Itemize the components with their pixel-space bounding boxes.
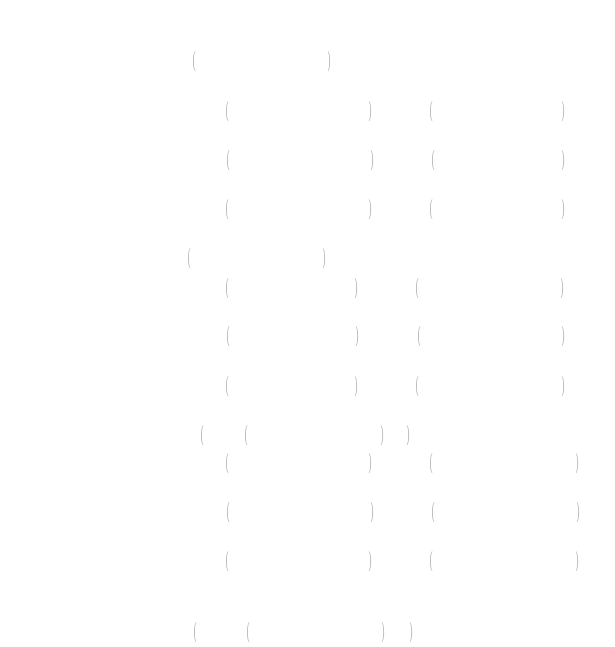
open-paren: ( <box>246 620 250 645</box>
close-paren: ) <box>560 276 564 301</box>
close-paren: ) <box>381 620 385 645</box>
close-paren: ) <box>409 620 413 645</box>
open-paren: ( <box>225 549 229 574</box>
close-paren: ) <box>370 500 374 525</box>
close-paren: ) <box>355 324 359 349</box>
close-paren: ) <box>561 374 565 399</box>
open-paren: ( <box>431 148 435 173</box>
open-paren: ( <box>225 197 229 222</box>
open-paren: ( <box>226 500 230 525</box>
close-paren: ) <box>561 99 565 124</box>
open-paren: ( <box>192 49 196 74</box>
open-paren: ( <box>429 99 433 124</box>
close-paren: ) <box>561 148 565 173</box>
close-paren: ) <box>575 451 579 476</box>
open-paren: ( <box>187 246 191 271</box>
close-paren: ) <box>406 423 410 448</box>
open-paren: ( <box>429 451 433 476</box>
open-paren: ( <box>225 374 229 399</box>
close-paren: ) <box>380 423 384 448</box>
close-paren: ) <box>368 451 372 476</box>
open-paren: ( <box>226 324 230 349</box>
open-paren: ( <box>429 197 433 222</box>
open-paren: ( <box>417 324 421 349</box>
open-paren: ( <box>226 148 230 173</box>
close-paren: ) <box>370 148 374 173</box>
close-paren: ) <box>368 197 372 222</box>
open-paren: ( <box>225 451 229 476</box>
open-paren: ( <box>200 423 204 448</box>
close-paren: ) <box>368 549 372 574</box>
open-paren: ( <box>429 549 433 574</box>
open-paren: ( <box>431 500 435 525</box>
close-paren: ) <box>561 324 565 349</box>
close-paren: ) <box>327 49 331 74</box>
open-paren: ( <box>225 276 229 301</box>
close-paren: ) <box>354 276 358 301</box>
open-paren: ( <box>415 276 419 301</box>
close-paren: ) <box>561 197 565 222</box>
open-paren: ( <box>415 374 419 399</box>
open-paren: ( <box>225 99 229 124</box>
close-paren: ) <box>576 500 580 525</box>
close-paren: ) <box>322 246 326 271</box>
open-paren: ( <box>244 423 248 448</box>
close-paren: ) <box>575 549 579 574</box>
open-paren: ( <box>193 620 197 645</box>
close-paren: ) <box>368 99 372 124</box>
close-paren: ) <box>354 374 358 399</box>
